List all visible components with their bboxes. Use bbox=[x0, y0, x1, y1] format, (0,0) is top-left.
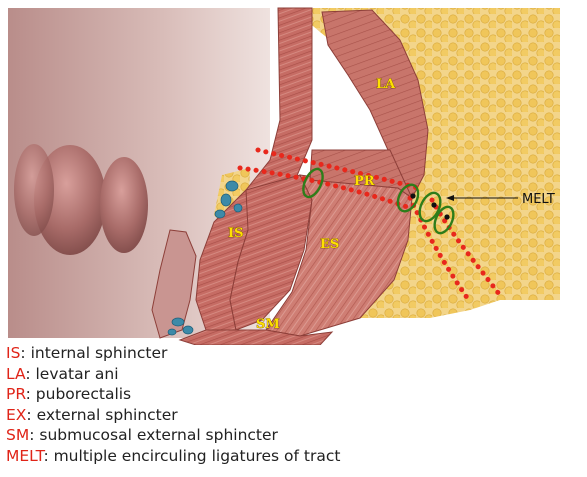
legend-text: : multiple encirculing ligatures of trac… bbox=[43, 447, 340, 465]
legend-item-ex: EX: external sphincter bbox=[6, 405, 581, 426]
legend-text: : internal sphincter bbox=[20, 344, 167, 362]
legend-item-is: IS: internal sphincter bbox=[6, 343, 581, 364]
label-melt: MELT bbox=[522, 192, 555, 207]
legend-item-la: LA: levatar ani bbox=[6, 364, 581, 385]
label-internal-sphincter: IS bbox=[228, 226, 243, 241]
anal-canal-anatomy-diagram: LA PR IS ES SM MELT bbox=[0, 0, 587, 345]
mucosal-fold bbox=[100, 157, 148, 253]
legend-abbr: MELT bbox=[6, 447, 43, 465]
legend-item-melt: MELT: multiple encirculing ligatures of … bbox=[6, 446, 581, 467]
legend-text: : puborectalis bbox=[26, 385, 132, 403]
legend: IS: internal sphincter LA: levatar ani P… bbox=[6, 343, 581, 466]
label-external-sphincter: ES bbox=[320, 237, 339, 252]
legend-abbr: EX bbox=[6, 406, 26, 424]
legend-abbr: LA bbox=[6, 365, 25, 383]
mucosal-fold bbox=[14, 144, 54, 236]
legend-abbr: SM bbox=[6, 426, 29, 444]
label-levator-ani: LA bbox=[376, 77, 396, 92]
legend-item-sm: SM: submucosal external sphincter bbox=[6, 425, 581, 446]
label-submucosal-sphincter: SM bbox=[256, 317, 280, 332]
label-puborectalis: PR bbox=[354, 174, 375, 189]
legend-text: : levatar ani bbox=[25, 365, 118, 383]
legend-text: : external sphincter bbox=[26, 406, 177, 424]
legend-text: : submucosal external sphincter bbox=[29, 426, 278, 444]
legend-item-pr: PR: puborectalis bbox=[6, 384, 581, 405]
legend-abbr: PR bbox=[6, 385, 26, 403]
legend-abbr: IS bbox=[6, 344, 20, 362]
